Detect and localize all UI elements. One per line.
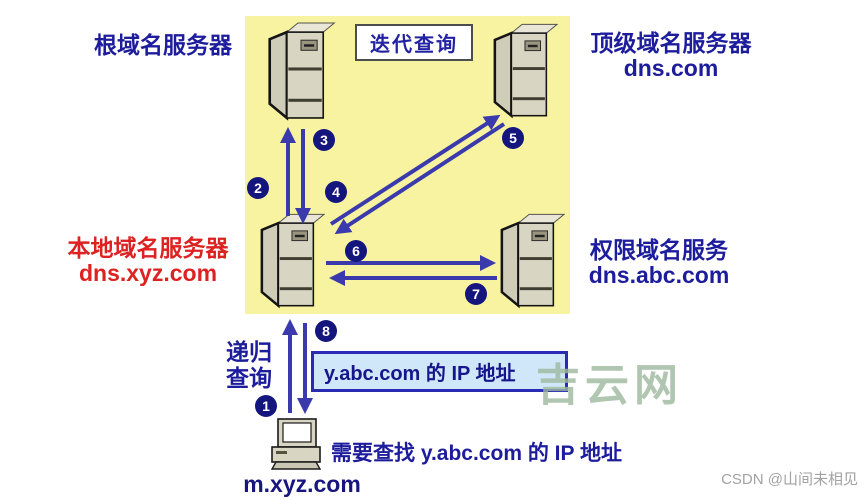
- host-name-label: m.xyz.com: [243, 471, 361, 497]
- local-server-icon: [257, 210, 325, 312]
- host-query-note: 需要查找 y.abc.com 的 IP 地址: [331, 442, 622, 465]
- host-computer-icon: [268, 417, 324, 475]
- recursive-query-label: 递归 查询: [220, 339, 278, 391]
- root-server-name: 根域名服务器: [94, 32, 232, 58]
- tld-server-name: 顶级域名服务器: [590, 30, 752, 56]
- ip-answer-text: y.abc.com 的 IP 地址: [324, 363, 516, 385]
- local-server-name: 本地域名服务器: [67, 235, 229, 261]
- step-2-badge: 2: [247, 177, 269, 199]
- step-8-badge: 8: [315, 320, 337, 342]
- iterative-query-title-box: 迭代查询: [355, 24, 473, 61]
- step-1-badge: 1: [255, 395, 277, 417]
- csdn-credit: CSDN @山间未相见: [721, 471, 858, 488]
- step-5-badge: 5: [502, 127, 524, 149]
- auth-server-label: 权限域名服务 dns.abc.com: [575, 238, 743, 288]
- step-7-badge: 7: [465, 283, 487, 305]
- auth-server-icon: [497, 210, 565, 312]
- auth-server-name: 权限域名服务: [590, 237, 728, 263]
- local-server-label: 本地域名服务器 dns.xyz.com: [50, 236, 246, 286]
- ip-answer-box: y.abc.com 的 IP 地址: [311, 351, 568, 392]
- local-server-domain: dns.xyz.com: [78, 260, 218, 286]
- root-server-label: 根域名服务器: [60, 33, 266, 58]
- tld-server-icon: [490, 19, 558, 123]
- auth-server-domain: dns.abc.com: [588, 262, 730, 288]
- step-4-badge: 4: [325, 181, 347, 203]
- step-3-badge: 3: [313, 129, 335, 151]
- recursive-query-line1: 递归: [226, 339, 272, 365]
- step-6-badge: 6: [345, 240, 367, 262]
- recursive-query-line2: 查询: [226, 365, 272, 391]
- site-watermark: 吉云网: [536, 361, 683, 410]
- tld-server-label: 顶级域名服务器 dns.com: [578, 31, 764, 81]
- root-server-icon: [264, 20, 336, 123]
- tld-server-domain: dns.com: [623, 55, 719, 81]
- iterative-query-title: 迭代查询: [370, 34, 458, 56]
